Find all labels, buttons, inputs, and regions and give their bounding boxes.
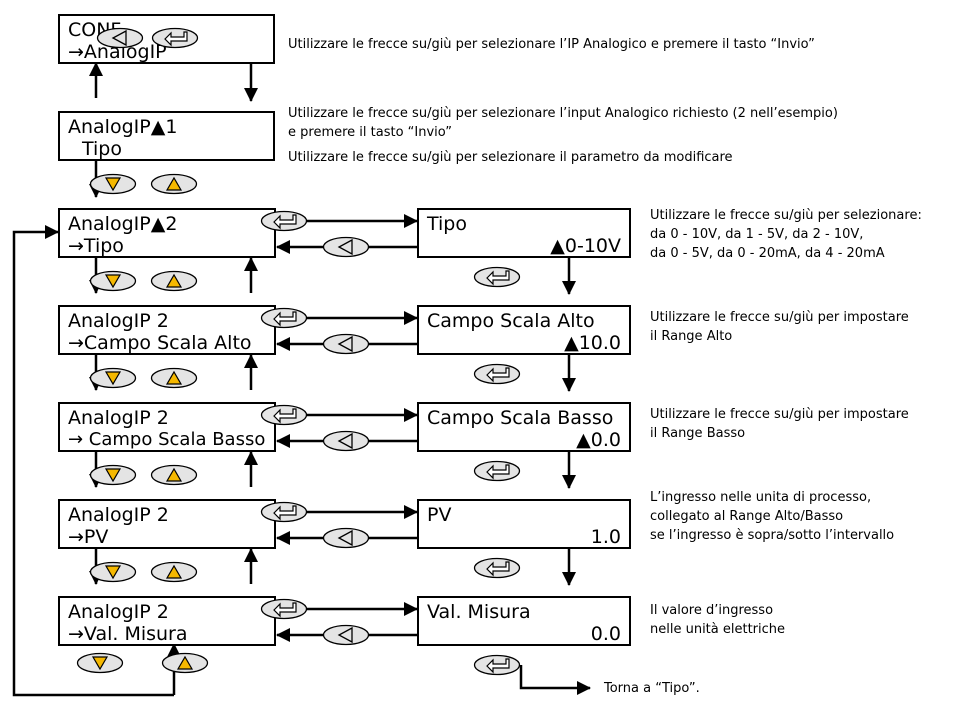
down-arrow-key-icon	[89, 561, 137, 583]
note-line: il Range Alto	[650, 329, 733, 344]
param-name: Campo Scala Basso	[427, 407, 614, 429]
note-line: nelle unità elettriche	[650, 622, 786, 637]
lcd-line-1: AnalogIP▲2	[68, 213, 178, 235]
lcd-menu-val-misura: AnalogIP 2 →Val. Misura	[58, 596, 276, 646]
lcd-line-1: AnalogIP 2	[68, 407, 169, 429]
param-value: 1.0	[590, 526, 621, 548]
lcd-param-campo-scala-alto: Campo Scala Alto ▲10.0	[417, 305, 631, 355]
lcd-line-2: →Val. Misura	[68, 623, 188, 645]
down-arrow-key-icon	[89, 173, 137, 195]
param-value: ▲10.0	[564, 332, 621, 354]
lcd-param-val-misura: Val. Misura 0.0	[417, 596, 631, 646]
lcd-menu-campo-scala-alto: AnalogIP 2 →Campo Scala Alto	[58, 305, 276, 355]
up-arrow-key-icon	[150, 270, 198, 292]
note-line: da 0 - 10V, da 1 - 5V, da 2 - 10V,	[650, 227, 864, 242]
down-arrow-key-icon	[89, 464, 137, 486]
lcd-line-1: AnalogIP▲1	[68, 116, 178, 138]
up-arrow-key-icon	[150, 367, 198, 389]
lcd-line-2: →Campo Scala Alto	[68, 332, 252, 354]
lcd-analogip-select: AnalogIP▲1 Tipo	[58, 111, 275, 161]
param-name: Campo Scala Alto	[427, 310, 595, 332]
lcd-line-2: → Campo Scala Basso	[68, 429, 266, 450]
down-arrow-key-icon	[76, 652, 124, 674]
note-line: Utilizzare le frecce su/giù per selezion…	[288, 37, 815, 52]
back-arrow-key-icon	[322, 624, 370, 646]
back-arrow-key-icon	[322, 430, 370, 452]
note-line: Utilizzare le frecce su/giù per selezion…	[288, 150, 733, 165]
up-arrow-key-icon	[150, 173, 198, 195]
note-line: L’ingresso nelle unita di processo,	[650, 490, 872, 505]
note-basso: Utilizzare le frecce su/giù per impostar…	[650, 405, 909, 443]
param-value: ▲0-10V	[550, 235, 621, 257]
lcd-param-pv: PV 1.0	[417, 499, 631, 549]
lcd-menu-pv: AnalogIP 2 →PV	[58, 499, 276, 549]
lcd-line-1: AnalogIP 2	[68, 601, 169, 623]
note-misura: Il valore d’ingresso nelle unità elettri…	[650, 601, 785, 639]
note-line: e premere il tasto “Invio”	[288, 125, 453, 140]
note-line: Utilizzare le frecce su/giù per impostar…	[650, 310, 909, 325]
note-line: Il valore d’ingresso	[650, 603, 774, 618]
note-return: Torna a “Tipo”.	[604, 679, 700, 698]
enter-key-icon	[473, 460, 521, 482]
up-arrow-key-icon	[161, 652, 209, 674]
note-line: collegato al Range Alto/Basso	[650, 509, 844, 524]
back-arrow-key-icon	[322, 236, 370, 258]
back-arrow-key-icon	[322, 333, 370, 355]
enter-key-icon	[260, 598, 308, 620]
back-arrow-key-icon	[96, 27, 144, 49]
note-alto: Utilizzare le frecce su/giù per impostar…	[650, 308, 909, 346]
loop-back-arrow	[12, 225, 174, 697]
note-line: se l’ingresso è sopra/sotto l’intervallo	[650, 528, 895, 543]
enter-key-icon	[260, 210, 308, 232]
lcd-line-2: Tipo	[82, 138, 122, 160]
lcd-line-1: AnalogIP 2	[68, 310, 169, 332]
note-conf: Utilizzare le frecce su/giù per selezion…	[288, 35, 815, 54]
down-arrow-key-icon	[89, 270, 137, 292]
enter-key-icon	[260, 404, 308, 426]
enter-key-icon	[260, 307, 308, 329]
lcd-line-2: →Tipo	[68, 235, 124, 257]
back-arrow-key-icon	[322, 527, 370, 549]
up-arrow-key-icon	[150, 561, 198, 583]
note-line: Utilizzare le frecce su/giù per selezion…	[650, 208, 922, 223]
param-value: 0.0	[590, 623, 621, 645]
lcd-param-campo-scala-basso: Campo Scala Basso ▲0.0	[417, 402, 631, 452]
param-name: PV	[427, 504, 452, 526]
lcd-menu-campo-scala-basso: AnalogIP 2 → Campo Scala Basso	[58, 402, 276, 452]
lcd-line-2: →PV	[68, 526, 109, 548]
enter-key-icon	[473, 654, 521, 676]
lcd-line-1: AnalogIP 2	[68, 504, 169, 526]
param-name: Tipo	[427, 213, 467, 235]
note-line: il Range Basso	[650, 426, 746, 441]
lcd-param-tipo: Tipo ▲0-10V	[417, 208, 631, 258]
param-name: Val. Misura	[427, 601, 531, 623]
down-arrow-key-icon	[89, 367, 137, 389]
param-value: ▲0.0	[576, 429, 621, 451]
note-pv: L’ingresso nelle unita di processo, coll…	[650, 488, 894, 545]
enter-key-icon	[473, 363, 521, 385]
enter-key-icon	[260, 501, 308, 523]
enter-key-icon	[151, 27, 199, 49]
lcd-menu-tipo: AnalogIP▲2 →Tipo	[58, 208, 276, 258]
note-tipo: Utilizzare le frecce su/giù per selezion…	[650, 206, 922, 263]
lcd-line-2: →AnalogIP	[68, 41, 167, 63]
note-line: Utilizzare le frecce su/giù per selezion…	[288, 106, 838, 121]
note-line: da 0 - 5V, da 0 - 20mA, da 4 - 20mA	[650, 246, 885, 261]
note-select: Utilizzare le frecce su/giù per selezion…	[288, 104, 838, 167]
enter-key-icon	[473, 557, 521, 579]
note-line: Torna a “Tipo”.	[604, 681, 700, 696]
enter-key-icon	[473, 266, 521, 288]
up-arrow-key-icon	[150, 464, 198, 486]
note-line: Utilizzare le frecce su/giù per impostar…	[650, 407, 909, 422]
return-arrow	[519, 665, 591, 695]
